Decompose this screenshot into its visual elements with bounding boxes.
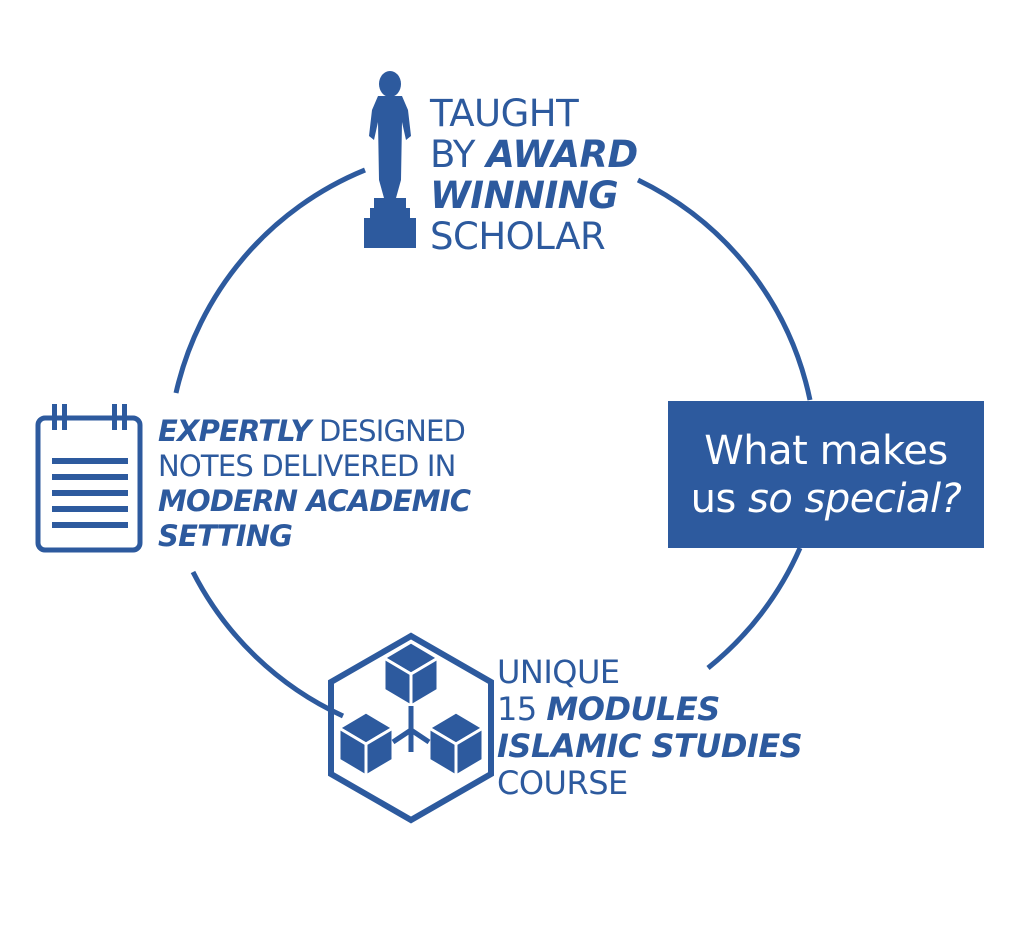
- course-line-4: COURSE: [497, 764, 628, 802]
- course-line-3: ISLAMIC STUDIES: [497, 727, 803, 765]
- notes-line-4: SETTING: [158, 519, 293, 553]
- course-line-2: 15 MODULES: [497, 691, 802, 728]
- feature-notes: EXPERTLY DESIGNED NOTES DELIVERED IN MOD…: [158, 414, 471, 554]
- ring-arc-top-left: [173, 167, 366, 394]
- scholar-line-2: BY AWARD: [430, 134, 638, 175]
- course-line-1: UNIQUE: [497, 653, 620, 691]
- callout-line-1: What makes: [704, 428, 948, 474]
- award-trophy-icon: [364, 71, 416, 248]
- scholar-line-2-plain: BY: [430, 133, 487, 176]
- callout-line-2: us so special?: [668, 475, 984, 523]
- notes-line-1-plain: DESIGNED: [310, 414, 466, 448]
- scholar-line-1: TAUGHT: [430, 92, 579, 135]
- scholar-line-2-emphasis: AWARD: [486, 133, 638, 176]
- scholar-line-4: SCHOLAR: [430, 215, 606, 258]
- notepad-icon: [35, 404, 143, 553]
- notes-line-1: EXPERTLY DESIGNED: [158, 414, 470, 449]
- notes-line-1-emphasis: EXPERTLY: [158, 414, 311, 448]
- ring-arc-bottom-right: [706, 546, 803, 670]
- feature-course: UNIQUE 15 MODULES ISLAMIC STUDIES COURSE: [497, 653, 803, 802]
- callout-line-2-plain: us: [690, 476, 749, 522]
- feature-scholar: TAUGHT BY AWARD WINNING SCHOLAR: [430, 93, 638, 257]
- ring-arc-top-right: [636, 177, 813, 401]
- scholar-line-3: WINNING: [430, 174, 619, 217]
- callout-box: What makes us so special?: [668, 401, 984, 548]
- callout-line-2-emphasis: so special?: [748, 476, 962, 522]
- course-line-2-plain: 15: [497, 690, 547, 728]
- notes-line-2: NOTES DELIVERED IN: [158, 449, 456, 483]
- modules-cubes-icon: [328, 632, 494, 824]
- course-line-2-emphasis: MODULES: [546, 690, 720, 728]
- notes-line-3: MODERN ACADEMIC: [158, 484, 471, 518]
- ring-arc-bottom-left: [190, 570, 345, 719]
